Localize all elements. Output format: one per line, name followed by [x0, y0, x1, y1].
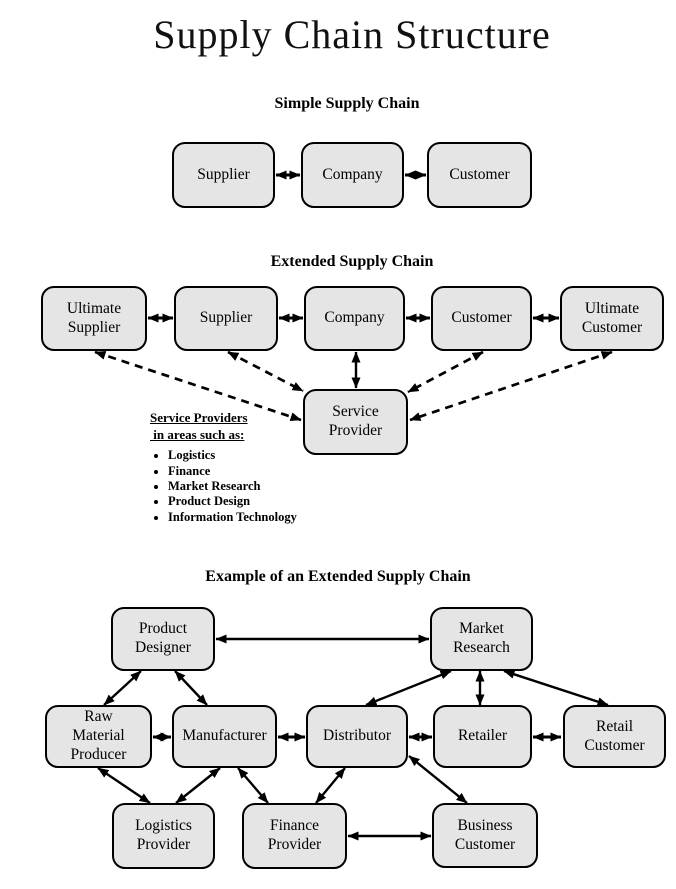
heading-simple-supply-chain: Simple Supply Chain	[274, 95, 420, 112]
box-simple-supplier: Supplier	[172, 142, 275, 208]
list-item: Product Design	[168, 494, 360, 509]
edge-manufacturer-finance-provider	[237, 767, 269, 804]
list-item: Information Technology	[168, 510, 360, 525]
heading-extended-supply-chain: Extended Supply Chain	[270, 253, 434, 270]
box-distributor: Distributor	[306, 705, 408, 768]
box-retailer: Retailer	[433, 705, 532, 768]
box-extended-company: Company	[304, 286, 405, 351]
list-item: Logistics	[168, 448, 360, 463]
box-extended-supplier: Supplier	[174, 286, 278, 351]
box-simple-customer: Customer	[427, 142, 532, 208]
edge-customer-service-provider	[407, 350, 484, 394]
edge-manufacturer-logistics-provider	[175, 767, 221, 804]
box-ultimate-supplier: Ultimate Supplier	[41, 286, 147, 351]
box-simple-company: Company	[301, 142, 404, 208]
box-manufacturer: Manufacturer	[172, 705, 277, 768]
edge-market-research-distributor	[365, 669, 452, 707]
box-logistics-provider: Logistics Provider	[112, 803, 215, 869]
edge-distributor-finance-provider	[315, 767, 346, 804]
service-providers-note: Service Providers in areas such as: Logi…	[150, 410, 360, 525]
box-service-provider: Service Provider	[303, 389, 408, 455]
box-market-research: Market Research	[430, 607, 533, 671]
box-retail-customer: Retail Customer	[563, 705, 666, 768]
box-extended-customer: Customer	[431, 286, 532, 351]
edge-raw-material-producer-logistics-provider	[97, 767, 151, 804]
service-providers-note-heading: Service Providers in areas such as:	[150, 410, 248, 442]
page-title: Supply Chain Structure	[153, 12, 551, 57]
box-finance-provider: Finance Provider	[242, 803, 347, 869]
list-item: Market Research	[168, 479, 360, 494]
list-item: Finance	[168, 464, 360, 479]
heading-example-extended-supply-chain: Example of an Extended Supply Chain	[205, 568, 471, 585]
box-business-customer: Business Customer	[432, 803, 538, 868]
box-ultimate-customer: Ultimate Customer	[560, 286, 664, 351]
box-product-designer: Product Designer	[111, 607, 215, 671]
edge-product-designer-raw-material-producer	[103, 670, 142, 706]
edge-ultimate-customer-service-provider	[409, 350, 613, 422]
edge-market-research-retail-customer	[503, 669, 609, 707]
edge-product-designer-manufacturer	[174, 670, 208, 706]
box-raw-material-producer: Raw Material Producer	[45, 705, 152, 768]
edge-supplier-service-provider	[227, 350, 304, 393]
service-providers-list: Logistics Finance Market Research Produc…	[150, 448, 360, 525]
